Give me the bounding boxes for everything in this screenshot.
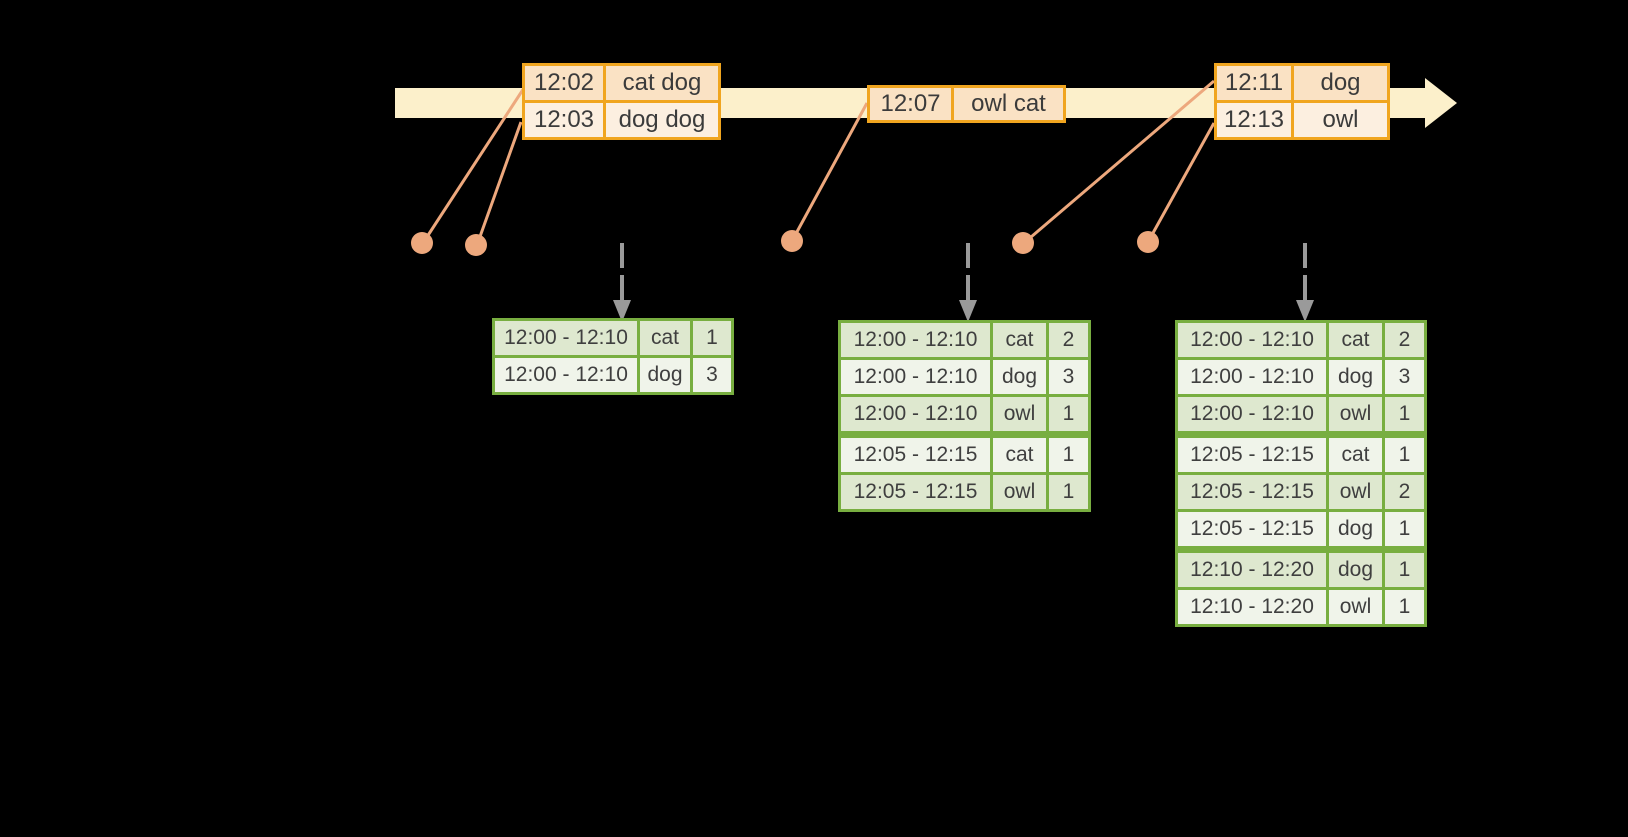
event-words-cell: cat dog [603,66,718,100]
result-window-cell: 12:00 - 12:10 [504,363,628,386]
event-words-cell: dog [1291,66,1387,100]
result-count-cell: 2 [1046,323,1088,357]
result-count-cell: 1 [1382,397,1424,431]
trigger-arrowhead-icon [1296,300,1314,322]
result-word-cell: owl [1326,475,1382,509]
result-word-cell: owl [990,397,1046,431]
event-time-cell: 12:07 [880,90,941,117]
result-word-cell: cat [990,438,1046,472]
result-word-cell: dog [1326,553,1382,587]
result-count-cell: 1 [1382,512,1424,546]
result-word-cell: owl [990,475,1046,509]
event-time-cell: 12:02 [533,69,595,96]
result-word-cell: cat [637,321,690,355]
event-time-cell: 12:03 [533,106,595,133]
event-dot-icon [1012,232,1034,254]
event-dot-icon [781,230,803,252]
result-word-cell: cat [1326,438,1382,472]
event-table: 12:02 cat dog 12:03 dog dog [522,63,721,140]
event-time-cell: 12:13 [1223,106,1285,133]
result-word-cell: dog [1326,512,1382,546]
result-count-cell: 1 [1046,397,1088,431]
event-row: 12:07 owl cat [870,88,1063,120]
event-dot-icon [465,234,487,256]
event-connector-line [790,102,869,242]
trigger-arrowhead-icon [959,300,977,322]
event-time-cell: 12:11 [1224,69,1284,96]
event-connector-line [1146,122,1216,243]
result-count-cell: 1 [1382,553,1424,587]
event-words-cell: owl [1291,103,1387,137]
result-window-cell: 12:05 - 12:15 [1190,443,1314,466]
event-connector-line [1023,79,1215,245]
result-window-cell: 12:00 - 12:10 [853,328,978,351]
event-row: 12:03 dog dog [525,100,718,137]
result-word-cell: cat [990,323,1046,357]
result-word-cell: dog [990,360,1046,394]
event-connector-line [475,121,523,246]
event-row: 12:02 cat dog [525,66,718,100]
result-word-cell: dog [637,358,690,392]
event-row: 12:11 dog [1217,66,1387,100]
result-count-cell: 3 [1382,360,1424,394]
result-count-cell: 1 [690,321,731,355]
trigger-arrowhead-icon [613,300,631,322]
result-window-cell: 12:00 - 12:10 [853,402,978,425]
timeline-arrowhead-icon [1425,78,1457,128]
event-connector-line [421,87,526,244]
event-dot-icon [1137,231,1159,253]
result-window-cell: 12:00 - 12:10 [1190,365,1314,388]
result-window-cell: 12:00 - 12:10 [853,365,978,388]
event-words-cell: owl cat [951,88,1063,120]
result-count-cell: 1 [1382,590,1424,624]
event-table: 12:07 owl cat [867,85,1066,123]
result-count-cell: 1 [1382,438,1424,472]
result-window-cell: 12:10 - 12:20 [1190,595,1314,618]
result-window-cell: 12:05 - 12:15 [1190,480,1314,503]
result-word-cell: dog [1326,360,1382,394]
result-count-cell: 3 [690,358,731,392]
result-window-cell: 12:10 - 12:20 [1190,558,1314,581]
result-word-cell: owl [1326,397,1382,431]
result-window-cell: 12:05 - 12:15 [853,443,978,466]
result-word-cell: cat [1326,323,1382,357]
result-window-cell: 12:00 - 12:10 [504,326,628,349]
result-count-cell: 1 [1046,475,1088,509]
event-dot-icon [411,232,433,254]
event-words-cell: dog dog [603,103,718,137]
result-window-cell: 12:05 - 12:15 [853,480,978,503]
result-count-cell: 3 [1046,360,1088,394]
result-count-cell: 2 [1382,475,1424,509]
result-window-cell: 12:00 - 12:10 [1190,328,1314,351]
result-window-cell: 12:05 - 12:15 [1190,517,1314,540]
result-count-cell: 2 [1382,323,1424,357]
result-count-cell: 1 [1046,438,1088,472]
result-word-cell: owl [1326,590,1382,624]
result-window-cell: 12:00 - 12:10 [1190,402,1314,425]
